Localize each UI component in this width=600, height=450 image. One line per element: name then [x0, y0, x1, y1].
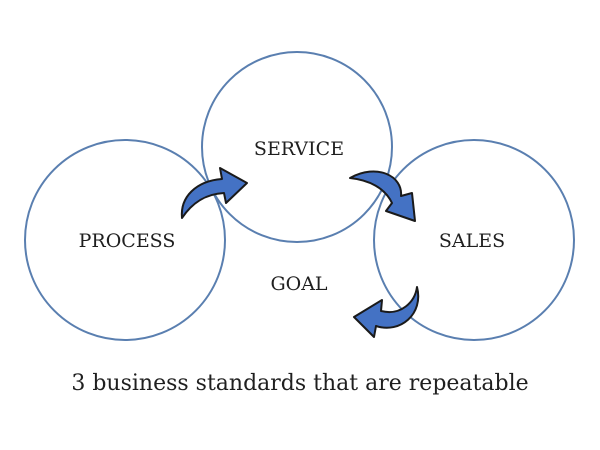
- label-process: PROCESS: [79, 230, 176, 252]
- circle-service: [201, 51, 393, 243]
- circle-process: [24, 139, 226, 341]
- arrow-process-to-service-icon: [180, 167, 248, 219]
- circle-sales: [373, 139, 575, 341]
- diagram-caption: 3 business standards that are repeatable: [71, 371, 528, 396]
- arrow-service-to-sales-icon: [349, 170, 416, 222]
- label-goal: GOAL: [270, 273, 327, 295]
- label-service: SERVICE: [254, 138, 344, 160]
- arrow-sales-to-goal-icon: [353, 286, 420, 338]
- label-sales: SALES: [439, 230, 505, 252]
